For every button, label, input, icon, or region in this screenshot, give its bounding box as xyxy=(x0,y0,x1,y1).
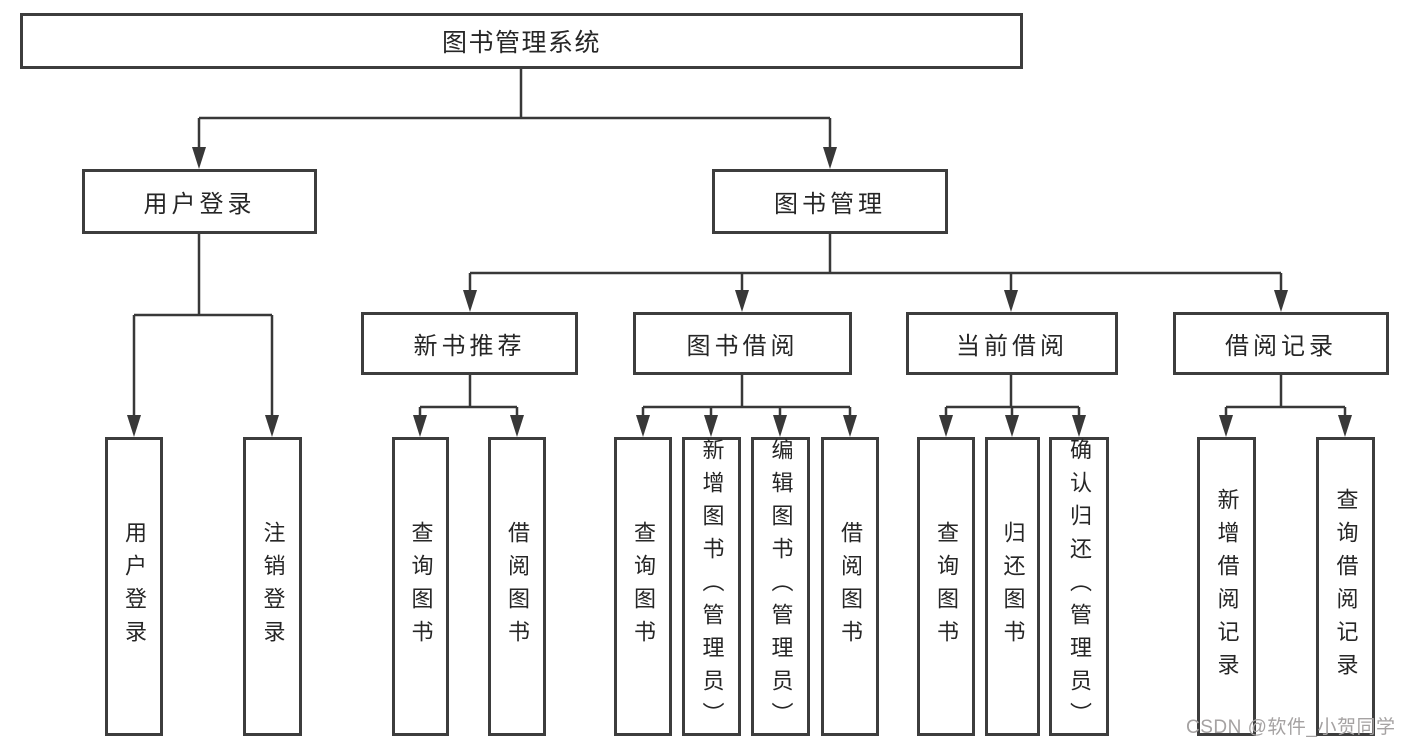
node-label: 图书管理 xyxy=(774,191,886,218)
node-label: 借阅记录 xyxy=(1225,333,1337,360)
leaf-borrow-books-recommend: 借阅图书 xyxy=(488,437,546,736)
leaf-query-books-recommend: 查询图书 xyxy=(392,437,449,736)
node-label: 借阅图书 xyxy=(838,520,863,653)
node-label: 当前借阅 xyxy=(956,333,1068,360)
node-label: 用户登录 xyxy=(122,520,147,653)
leaf-add-books-admin: 新增图书（管理员） xyxy=(682,437,741,736)
node-label: 归还图书 xyxy=(1000,520,1026,653)
node-label: 新书推荐 xyxy=(413,333,526,360)
leaf-query-books-borrowing: 查询图书 xyxy=(614,437,672,736)
node-label: 查询借阅记录 xyxy=(1333,487,1359,686)
leaf-confirm-return-admin: 确认归还（管理员） xyxy=(1049,437,1109,736)
leaf-logout-login: 注销登录 xyxy=(243,437,302,736)
leaf-borrow-books-borrowing: 借阅图书 xyxy=(821,437,879,736)
node-label: 查询图书 xyxy=(408,520,434,653)
node-label: 借阅图书 xyxy=(505,520,530,653)
leaf-edit-books-admin: 编辑图书（管理员） xyxy=(751,437,810,736)
node-label: 查询图书 xyxy=(934,520,959,653)
node-label: 注销登录 xyxy=(260,520,286,653)
leaf-query-books-current: 查询图书 xyxy=(917,437,975,736)
node-book-borrowing: 图书借阅 xyxy=(633,312,852,375)
node-current-borrowing: 当前借阅 xyxy=(906,312,1118,375)
node-new-book-recommendation: 新书推荐 xyxy=(361,312,578,375)
leaf-query-borrowing-record: 查询借阅记录 xyxy=(1316,437,1375,736)
csdn-watermark: CSDN @软件_小贺同学 xyxy=(1186,717,1396,738)
leaf-add-borrowing-record: 新增借阅记录 xyxy=(1197,437,1256,736)
node-label: 新增借阅记录 xyxy=(1214,487,1240,686)
node-label: 用户登录 xyxy=(143,191,256,218)
leaf-return-books: 归还图书 xyxy=(985,437,1040,736)
node-user-login: 用户登录 xyxy=(82,169,317,234)
node-label: 图书借阅 xyxy=(686,333,799,360)
node-borrowing-records: 借阅记录 xyxy=(1173,312,1389,375)
node-book-management: 图书管理 xyxy=(712,169,948,234)
node-label: 新增图书（管理员） xyxy=(699,438,725,735)
node-label: 查询图书 xyxy=(631,520,656,653)
node-label: 确认归还（管理员） xyxy=(1067,438,1092,735)
leaf-user-login: 用户登录 xyxy=(105,437,163,736)
node-library-management-system: 图书管理系统 xyxy=(20,13,1023,69)
node-label: 编辑图书（管理员） xyxy=(768,438,794,735)
node-label: 图书管理系统 xyxy=(441,29,601,57)
